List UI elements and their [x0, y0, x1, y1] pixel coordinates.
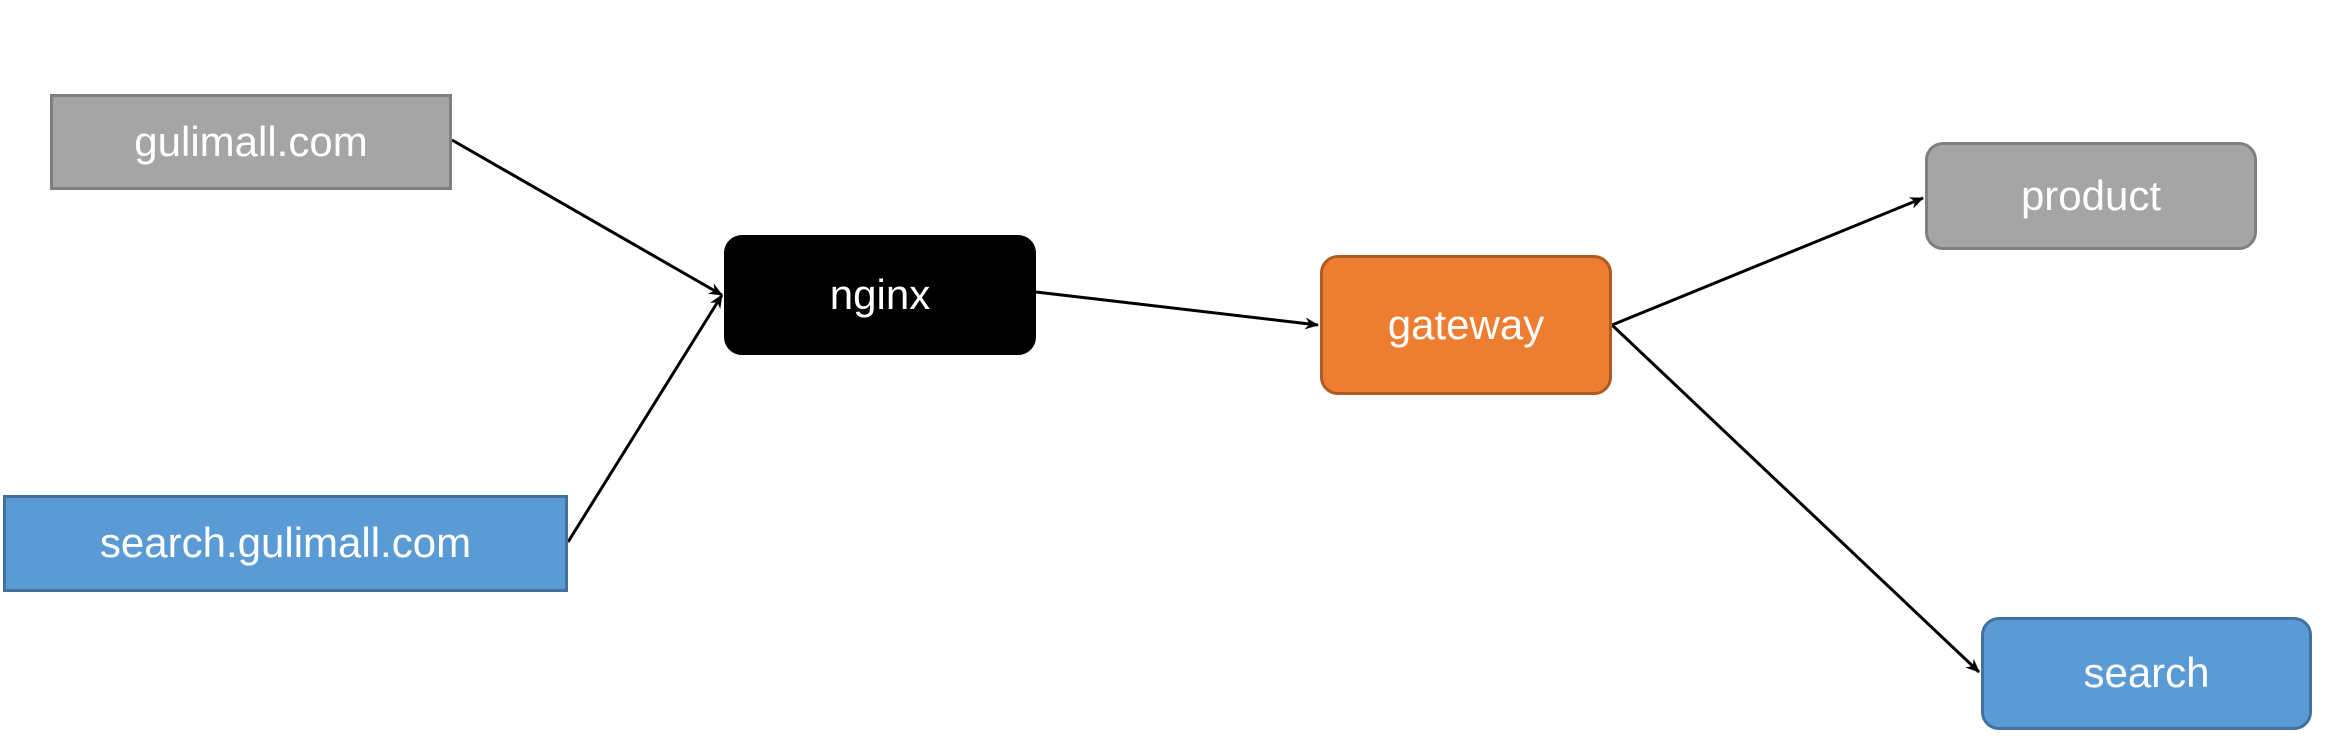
node-label-gateway: gateway — [1387, 300, 1545, 348]
node-search-gulimall-com[interactable]: search.gulimall.com — [3, 495, 568, 592]
node-label-search: search — [2083, 649, 2210, 697]
edge-nginx-gateway — [1035, 290, 1319, 330]
edge-search-gulimall-nginx — [566, 294, 724, 543]
node-label-gulimall-com: gulimall.com — [134, 117, 368, 165]
node-gulimall-com[interactable]: gulimall.com — [50, 94, 452, 190]
node-search[interactable]: search — [1981, 617, 2312, 730]
edge-gateway-search — [1610, 323, 1981, 674]
node-label-product: product — [2020, 171, 2162, 219]
node-label-search-gulimall-com: search.gulimall.com — [99, 519, 472, 567]
node-gateway[interactable]: gateway — [1320, 255, 1612, 395]
edge-gateway-product — [1611, 196, 1924, 327]
node-label-nginx: nginx — [829, 270, 931, 318]
edge-gulimall-nginx — [451, 138, 723, 297]
node-nginx[interactable]: nginx — [724, 235, 1036, 355]
edge-lines — [451, 138, 1981, 674]
node-product[interactable]: product — [1925, 142, 2257, 250]
